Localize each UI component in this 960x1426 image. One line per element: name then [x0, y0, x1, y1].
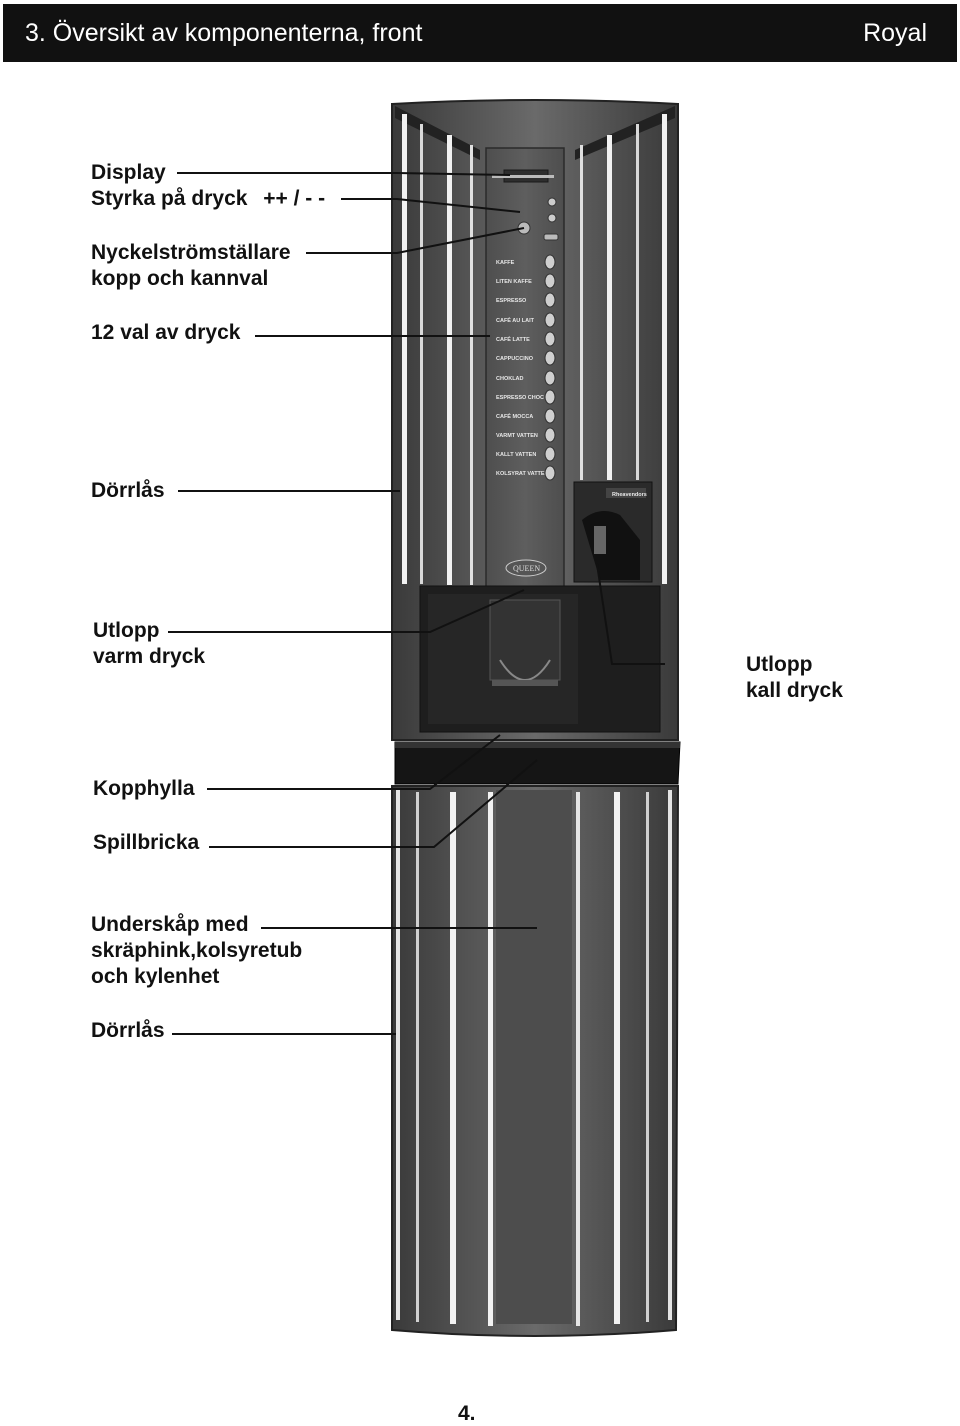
model-name: Royal	[863, 19, 927, 47]
label-strength-text: Styrka på dryck	[91, 187, 248, 210]
svg-text:KALLT VATTEN: KALLT VATTEN	[496, 452, 536, 458]
selection-button-9: CAFÉ MOCCA	[496, 408, 556, 424]
svg-text:ESPRESSO: ESPRESSO	[496, 298, 527, 304]
label-cabinet-line-3: och kylenhet	[91, 965, 220, 988]
label-selections: 12 val av dryck	[91, 321, 241, 344]
dispensing-area	[419, 585, 661, 733]
label-cabinet: Underskåp med skräphink,kolsyretub och k…	[91, 912, 302, 990]
svg-text:CHOKLAD: CHOKLAD	[496, 376, 524, 382]
selection-button-10: VARMT VATTEN	[496, 427, 556, 443]
selection-button-11: KALLT VATTEN	[496, 446, 556, 462]
cup-shelf	[394, 741, 681, 785]
svg-text:CAFÉ LATTE: CAFÉ LATTE	[496, 335, 530, 343]
selection-button-6: CAPPUCCINO	[496, 350, 556, 366]
selection-buttons: KAFFE LITEN KAFFE ESPRESSO CAFÉ AU LAIT …	[496, 254, 556, 481]
selection-button-3: ESPRESSO	[496, 292, 556, 308]
svg-text:LITEN KAFFE: LITEN KAFFE	[496, 279, 532, 285]
label-cabinet-line-1: Underskåp med	[91, 913, 249, 936]
svg-text:KAFFE: KAFFE	[496, 260, 515, 266]
label-hot-outlet-line-1: Utlopp	[93, 619, 160, 642]
label-key-switch: Nyckelströmställare kopp och kannval	[91, 240, 291, 292]
svg-text:CAFÉ MOCCA: CAFÉ MOCCA	[496, 412, 533, 420]
cold-drink-unit: Rheavendors	[573, 481, 653, 583]
label-strength-symbol: ++ / - -	[263, 187, 326, 210]
label-display: Display	[91, 161, 166, 184]
page-header: 3. Översikt av komponenterna, front Roya…	[3, 4, 957, 62]
selection-button-2: LITEN KAFFE	[496, 273, 556, 289]
logo-badge	[505, 559, 547, 577]
label-door-lock-bottom: Dörrlås	[91, 1019, 165, 1042]
label-hot-outlet: Utlopp varm dryck	[93, 618, 205, 670]
machine-upper-body	[391, 99, 679, 741]
selection-button-12: KOLSYRAT VATTEN	[496, 465, 556, 481]
svg-text:ESPRESSO CHOC: ESPRESSO CHOC	[496, 395, 544, 401]
selection-button-4: CAFÉ AU LAIT	[496, 312, 556, 328]
selection-button-1: KAFFE	[496, 254, 556, 270]
leader-lines	[168, 172, 665, 1035]
label-door-lock-top: Dörrlås	[91, 479, 165, 502]
label-cold-outlet-line-2: kall dryck	[746, 679, 843, 702]
svg-text:KOLSYRAT VATTEN: KOLSYRAT VATTEN	[496, 471, 549, 477]
brand-badge: Rheavendors	[612, 492, 647, 498]
page-number: 4.	[458, 1402, 476, 1425]
page-title: 3. Översikt av komponenterna, front	[25, 19, 423, 47]
svg-text:CAFÉ AU LAIT: CAFÉ AU LAIT	[496, 316, 535, 324]
label-cup-shelf: Kopphylla	[93, 777, 195, 800]
selection-button-5: CAFÉ LATTE	[496, 331, 556, 347]
label-cold-outlet: Utlopp kall dryck	[746, 652, 843, 704]
selection-button-7: CHOKLAD	[496, 370, 556, 386]
label-cold-outlet-line-1: Utlopp	[746, 653, 813, 676]
label-key-switch-line-1: Nyckelströmställare	[91, 241, 291, 264]
label-cabinet-line-2: skräphink,kolsyretub	[91, 939, 303, 962]
label-strength: Styrka på dryck ++ / - -	[91, 186, 325, 212]
svg-text:CAPPUCCINO: CAPPUCCINO	[496, 356, 534, 362]
selection-button-8: ESPRESSO CHOC	[496, 389, 556, 405]
svg-text:VARMT VATTEN: VARMT VATTEN	[496, 433, 538, 439]
label-key-switch-line-2: kopp och kannval	[91, 267, 269, 290]
lower-cabinet	[391, 785, 680, 1337]
label-drip-tray: Spillbricka	[93, 831, 200, 854]
label-hot-outlet-line-2: varm dryck	[93, 645, 206, 668]
logo-text: QUEEN	[513, 564, 540, 573]
